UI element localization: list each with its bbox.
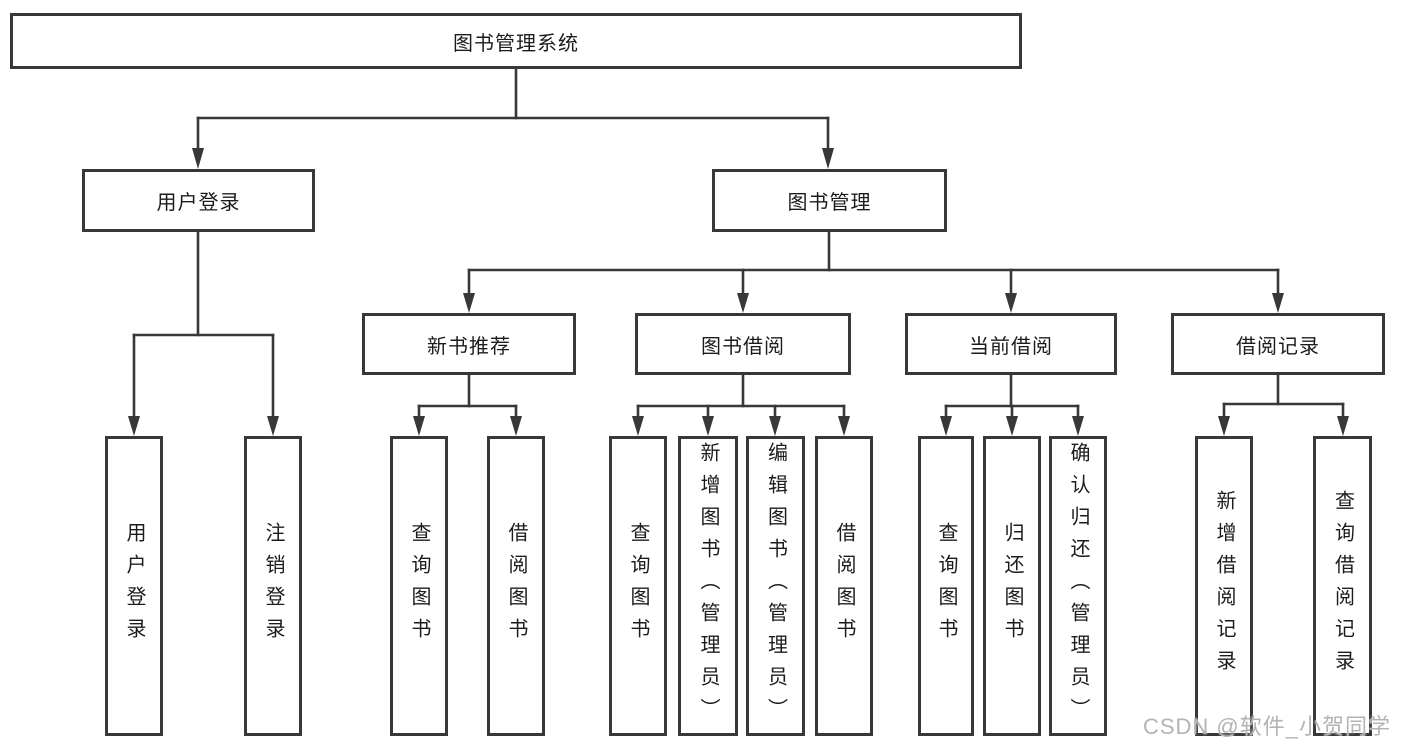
leaf-return-book-label: 归还图书 — [1001, 522, 1023, 650]
leaf-query-books-borrow-label: 查询图书 — [627, 522, 649, 650]
leaf-confirm-return-admin: 确认归还（管理员） — [1049, 436, 1107, 736]
node-new-book-recommend: 新书推荐 — [362, 313, 576, 375]
node-book-management: 图书管理 — [712, 169, 947, 232]
leaf-borrow-books-label: 借阅图书 — [833, 522, 855, 650]
node-user-login: 用户登录 — [82, 169, 315, 232]
leaf-return-book: 归还图书 — [983, 436, 1041, 736]
leaf-query-books-recommend-label: 查询图书 — [408, 522, 430, 650]
node-library-management-system: 图书管理系统 — [10, 13, 1022, 69]
leaf-borrow-books-recommend-label: 借阅图书 — [505, 522, 527, 650]
leaf-user-login-label: 用户登录 — [123, 522, 145, 650]
leaf-query-borrow-record: 查询借阅记录 — [1313, 436, 1372, 736]
leaf-query-books-borrow: 查询图书 — [609, 436, 667, 736]
leaf-query-books-recommend: 查询图书 — [390, 436, 448, 736]
leaf-logout-label: 注销登录 — [262, 522, 284, 650]
leaf-query-books-current: 查询图书 — [918, 436, 974, 736]
leaf-user-login: 用户登录 — [105, 436, 163, 736]
leaf-edit-book-admin-label: 编辑图书（管理员） — [764, 442, 787, 730]
leaf-add-book-admin-label: 新增图书（管理员） — [697, 442, 719, 730]
leaf-borrow-books: 借阅图书 — [815, 436, 873, 736]
leaf-add-borrow-record-label: 新增借阅记录 — [1213, 490, 1235, 682]
leaf-confirm-return-admin-label: 确认归还（管理员） — [1067, 442, 1089, 730]
leaf-add-book-admin: 新增图书（管理员） — [678, 436, 738, 736]
node-book-borrow: 图书借阅 — [635, 313, 851, 375]
leaf-edit-book-admin: 编辑图书（管理员） — [746, 436, 805, 736]
csdn-watermark: CSDN @软件_小贺同学 — [1142, 714, 1391, 739]
leaf-logout: 注销登录 — [244, 436, 302, 736]
leaf-query-books-current-label: 查询图书 — [935, 522, 957, 650]
leaf-query-borrow-record-label: 查询借阅记录 — [1331, 490, 1354, 682]
node-borrow-records: 借阅记录 — [1171, 313, 1385, 375]
node-current-borrow: 当前借阅 — [905, 313, 1117, 375]
leaf-borrow-books-recommend: 借阅图书 — [487, 436, 545, 736]
leaf-add-borrow-record: 新增借阅记录 — [1195, 436, 1253, 736]
